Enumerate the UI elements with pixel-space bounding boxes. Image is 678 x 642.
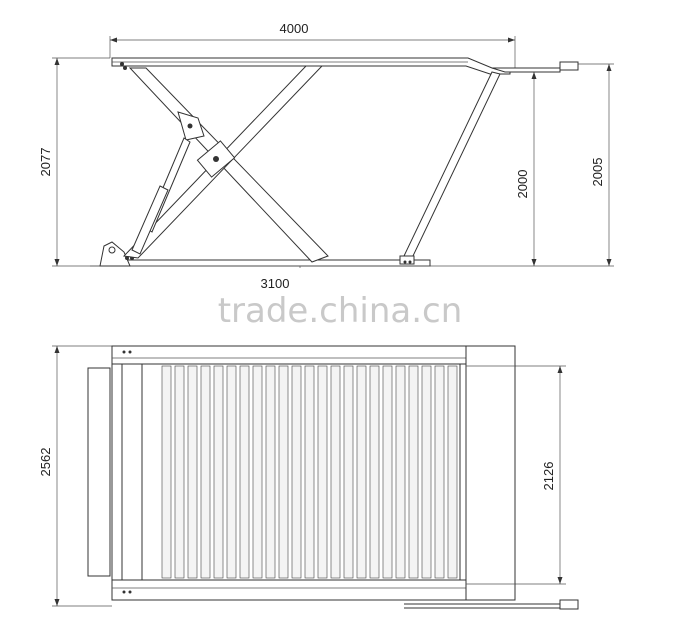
dim-right-height-label: 2005 xyxy=(590,158,605,187)
elevation-view: 4000 2077 2000 2005 xyxy=(38,21,614,291)
dim-top-width: 4000 xyxy=(109,21,516,70)
dim-left-height-label: 2077 xyxy=(38,148,53,177)
ramp-extension xyxy=(465,345,516,601)
center-pivot xyxy=(196,140,236,178)
lift-platform-side xyxy=(111,57,579,75)
control-pedal xyxy=(404,599,579,610)
left-support-block xyxy=(87,367,111,577)
dim-left-height: 2077 xyxy=(38,57,110,267)
dim-inner-height-label: 2000 xyxy=(515,170,530,199)
deck-slats xyxy=(161,365,458,579)
platform-rail-top xyxy=(111,345,467,365)
lift-base-side xyxy=(90,241,431,268)
hydraulic-cylinder xyxy=(131,137,191,255)
platform-rail-bottom xyxy=(111,579,467,601)
dim-top-width-label: 4000 xyxy=(280,21,309,36)
dim-plan-inner-width: 2126 xyxy=(515,365,566,585)
dim-plan-width-label: 2562 xyxy=(38,448,53,477)
plan-view: 2562 2126 xyxy=(38,345,579,610)
support-foot xyxy=(399,255,415,265)
dim-plan-inner-width-label: 2126 xyxy=(541,462,556,491)
dim-plan-width: 2562 xyxy=(38,345,112,607)
dim-base-length-label: 3100 xyxy=(261,276,290,291)
watermark-text: trade.china.cn xyxy=(218,291,463,331)
support-leg xyxy=(403,71,501,259)
dim-right-height: 2005 xyxy=(540,63,614,267)
